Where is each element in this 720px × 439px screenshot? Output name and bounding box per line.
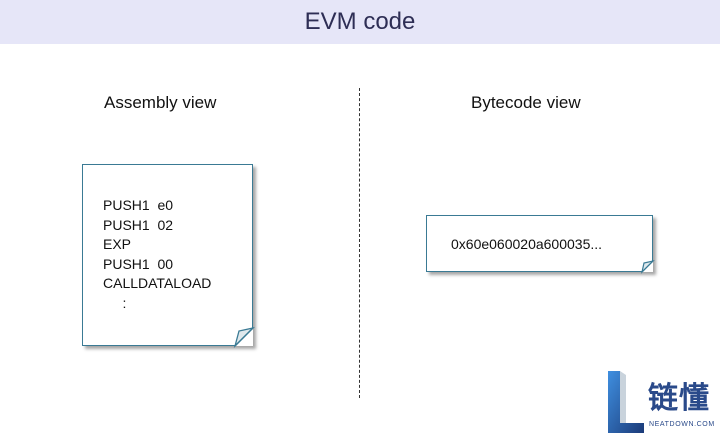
dashed-divider: [359, 88, 360, 398]
page-fold-icon: [233, 326, 256, 349]
page-title: EVM code: [304, 8, 416, 35]
assembly-line: PUSH1 02: [103, 216, 174, 233]
page-fold-icon: [640, 259, 655, 274]
logo-l-mark-icon: [608, 371, 644, 433]
assembly-line: EXP: [103, 236, 132, 252]
assembly-line: PUSH1 00: [103, 255, 174, 272]
logo-subtext: NEATDOWN.COM: [649, 421, 715, 428]
logo-text: 链懂: [648, 382, 710, 415]
assembly-document: PUSH1 e0 PUSH1 02 EXP PUSH1 00 CALLDATAL…: [82, 164, 256, 349]
neatdown-logo: 链懂 NEATDOWN.COM: [606, 369, 716, 435]
bytecode-text: 0x60e060020a600035...: [451, 236, 603, 252]
assembly-view-label: Assembly view: [104, 93, 217, 112]
assembly-code-list: PUSH1 e0 PUSH1 02 EXP PUSH1 00 CALLDATAL…: [103, 196, 211, 313]
title-bar: EVM code: [0, 0, 720, 44]
assembly-line: :: [103, 294, 127, 311]
assembly-line: PUSH1 e0: [103, 197, 174, 213]
bytecode-document: 0x60e060020a600035...: [426, 215, 655, 274]
bytecode-view-label: Bytecode view: [471, 93, 581, 112]
assembly-line: CALLDATALOAD: [103, 275, 212, 291]
